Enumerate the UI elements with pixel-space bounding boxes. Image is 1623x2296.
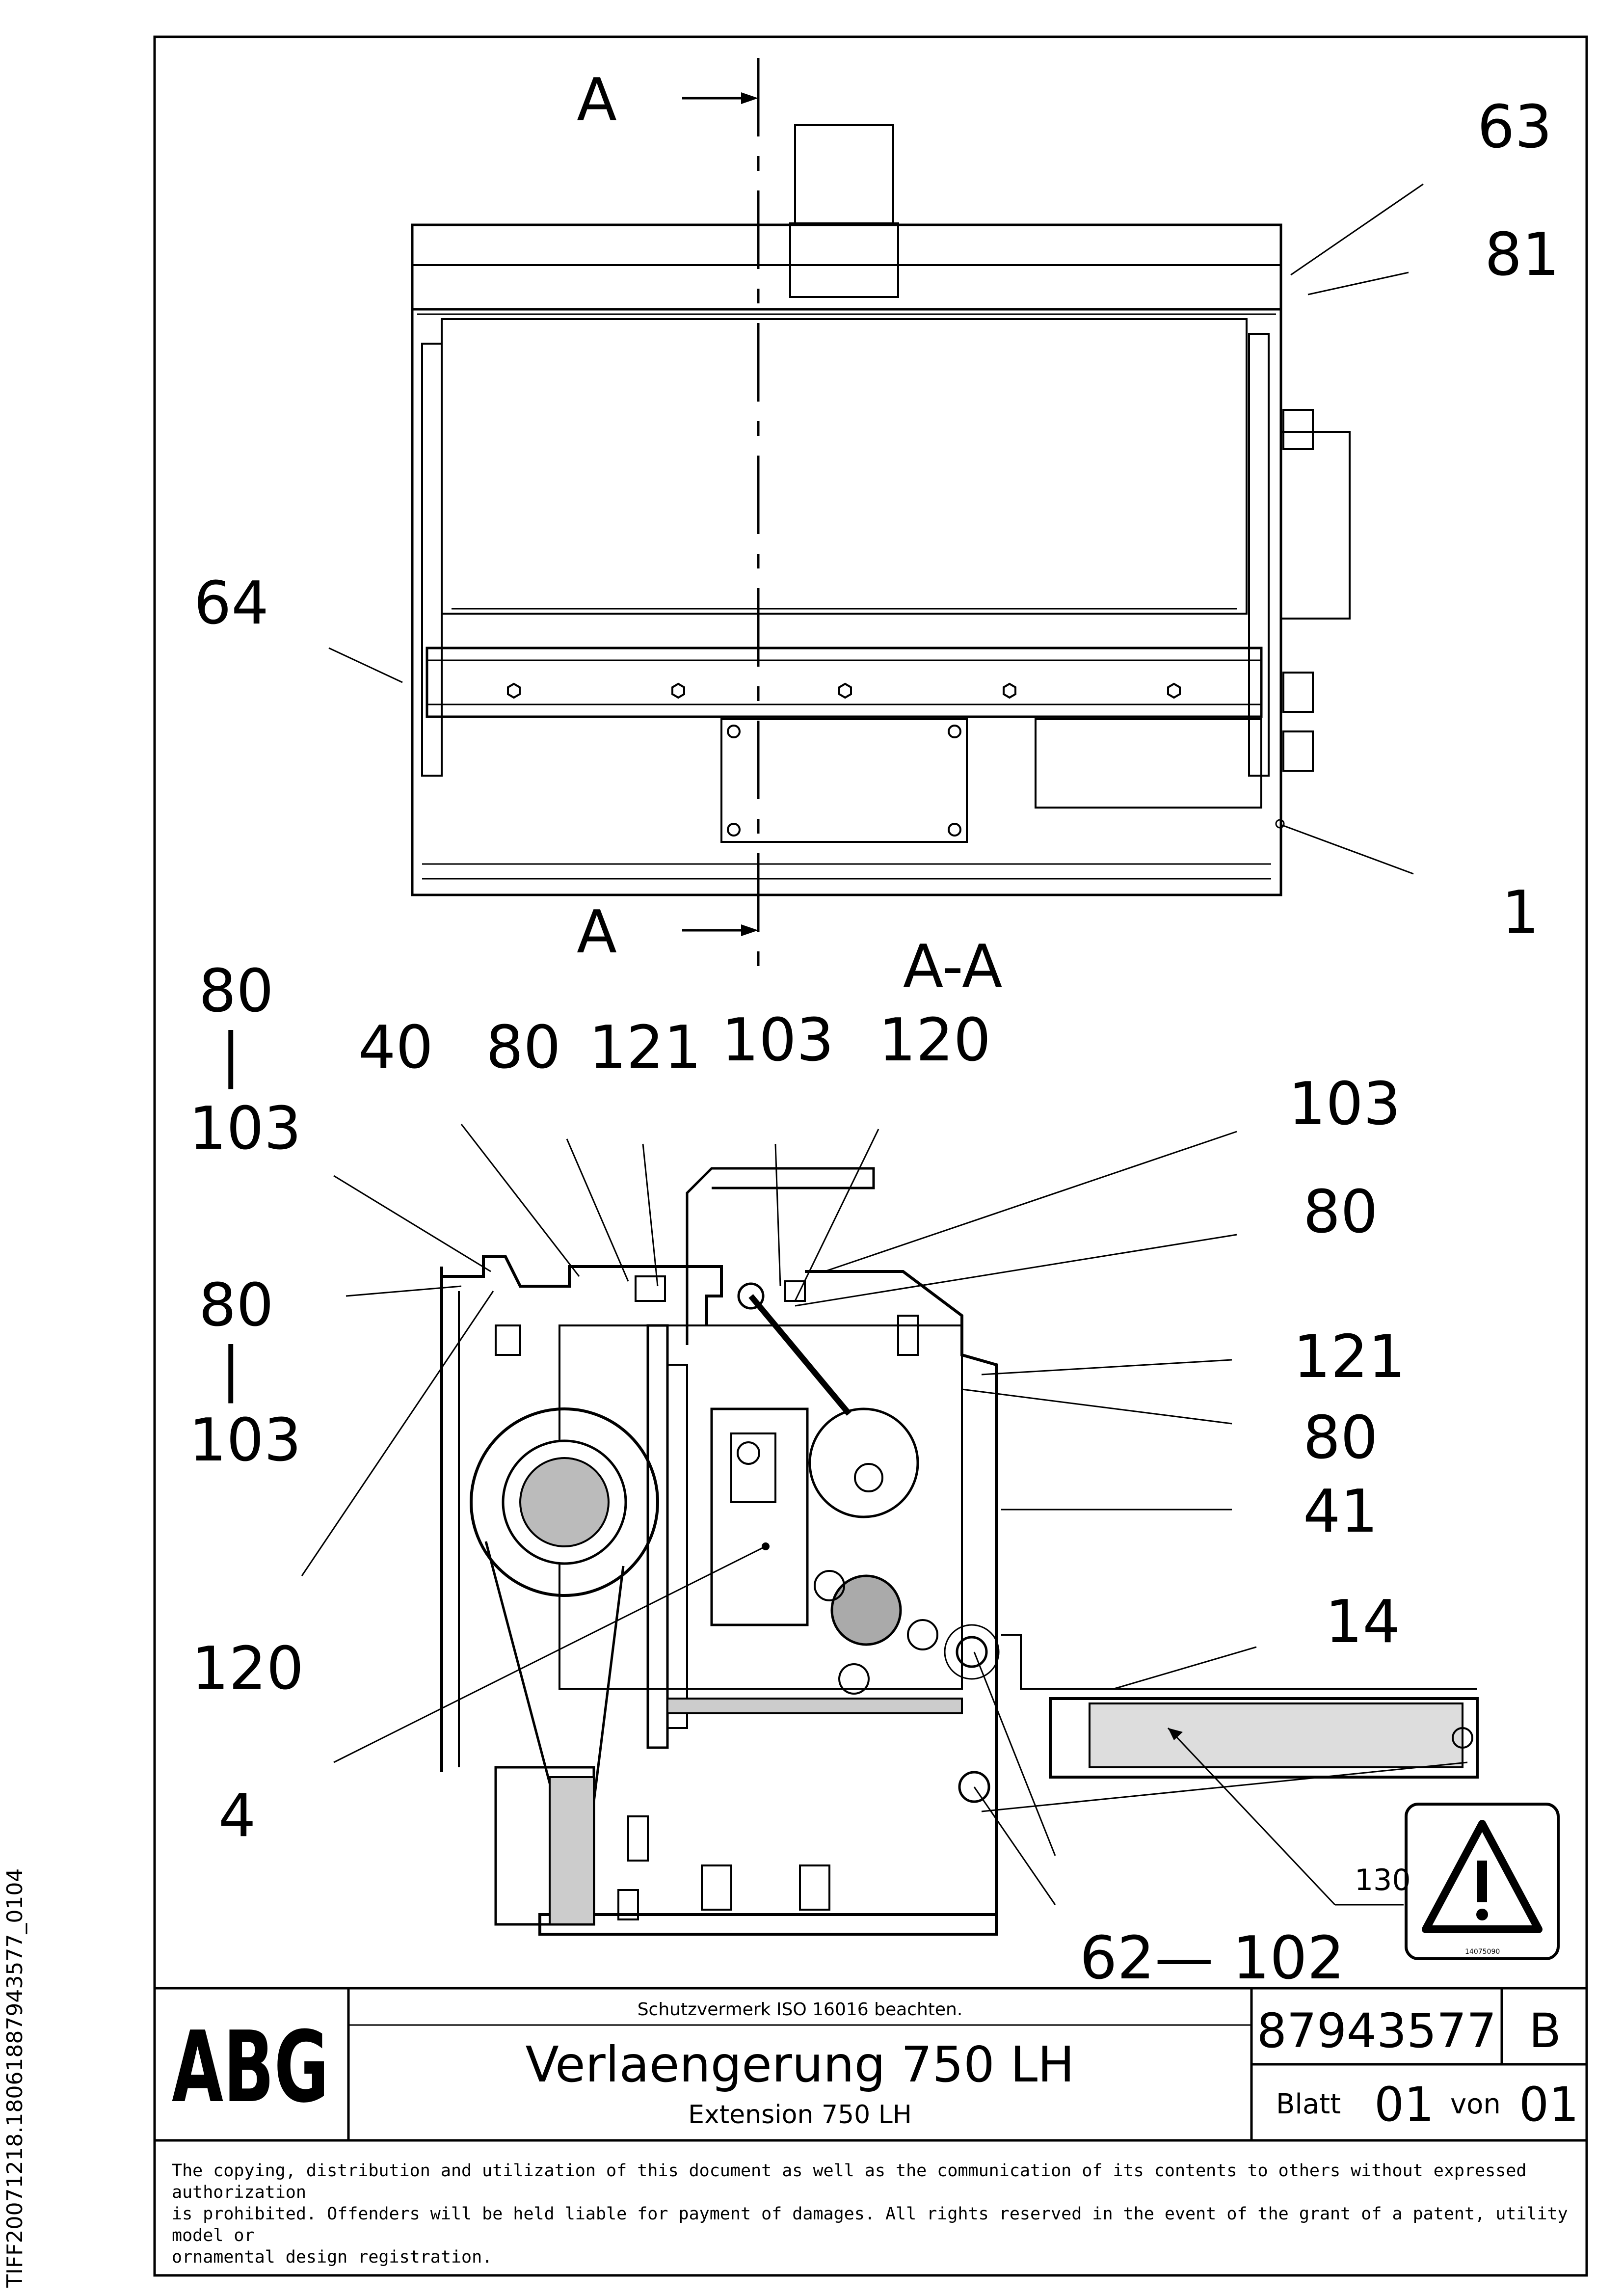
callout-80: 80 <box>486 1014 561 1082</box>
callout-41: 41 <box>1303 1478 1378 1546</box>
top-view <box>328 58 1424 970</box>
sheet-border <box>153 35 1588 2277</box>
callout-80-103-mid-a: 80 <box>199 1271 274 1340</box>
section-view <box>301 1124 1479 1936</box>
callout-80-103-top-b: 103 <box>189 1095 301 1163</box>
callout-120-left: 120 <box>191 1635 304 1703</box>
copyright-line: ornamental design registration. <box>172 2247 493 2267</box>
of-label: von <box>1450 2088 1501 2120</box>
callout-80-103-mid-b: 103 <box>189 1406 301 1475</box>
protection-note: Schutzvermerk ISO 16016 beachten. <box>638 1999 963 2020</box>
section-mark-a-top: A <box>577 66 617 135</box>
copyright-line: is prohibited. Offenders will be held li… <box>172 2204 1568 2245</box>
section-mark-a-bottom: A <box>577 898 617 967</box>
warning-sign-icon <box>1405 1803 1560 1960</box>
section-title: A-A <box>903 933 1002 1001</box>
callout-121: 121 <box>589 1014 701 1082</box>
callout-62-102: 62— 102 <box>1080 1924 1345 1993</box>
callout-121-right: 121 <box>1293 1323 1406 1391</box>
drawing-number: 87943577 <box>1257 2003 1497 2058</box>
callout-120: 120 <box>878 1006 991 1075</box>
callout-81: 81 <box>1485 221 1560 289</box>
copyright-notice: The copying, distribution and utilizatio… <box>172 2160 1580 2268</box>
sheet-number: 01 <box>1374 2077 1434 2132</box>
callout-80-right: 80 <box>1303 1178 1378 1246</box>
callout-80-right-b: 80 <box>1303 1404 1378 1472</box>
sheet-total: 01 <box>1519 2077 1579 2132</box>
sheet-label: Blatt <box>1276 2088 1341 2120</box>
callout-63: 63 <box>1477 93 1552 162</box>
callout-1: 1 <box>1502 879 1539 947</box>
callout-64: 64 <box>194 569 269 638</box>
side-code: TIFF20071218.18061887943577_0104 <box>2 1868 27 2288</box>
callout-80-103-top-dash: | <box>221 1021 240 1089</box>
callout-14: 14 <box>1325 1588 1400 1656</box>
title-german: Verlaengerung 750 LH <box>526 2036 1075 2093</box>
callout-4: 4 <box>218 1782 256 1850</box>
callout-40: 40 <box>358 1014 433 1082</box>
copyright-line: The copying, distribution and utilizatio… <box>172 2161 1527 2202</box>
revision: B <box>1529 2003 1561 2058</box>
callout-80-103-mid-dash: | <box>221 1335 240 1404</box>
abg-logo: ABG <box>172 2010 329 2125</box>
warning-code: 14075090 <box>1465 1948 1500 1956</box>
callout-130: 130 <box>1355 1863 1411 1897</box>
callout-103: 103 <box>721 1006 834 1075</box>
callout-103-right: 103 <box>1288 1070 1401 1138</box>
callout-80-103-top-a: 80 <box>199 957 274 1026</box>
title-block <box>155 1987 1587 2142</box>
title-english: Extension 750 LH <box>688 2100 912 2130</box>
